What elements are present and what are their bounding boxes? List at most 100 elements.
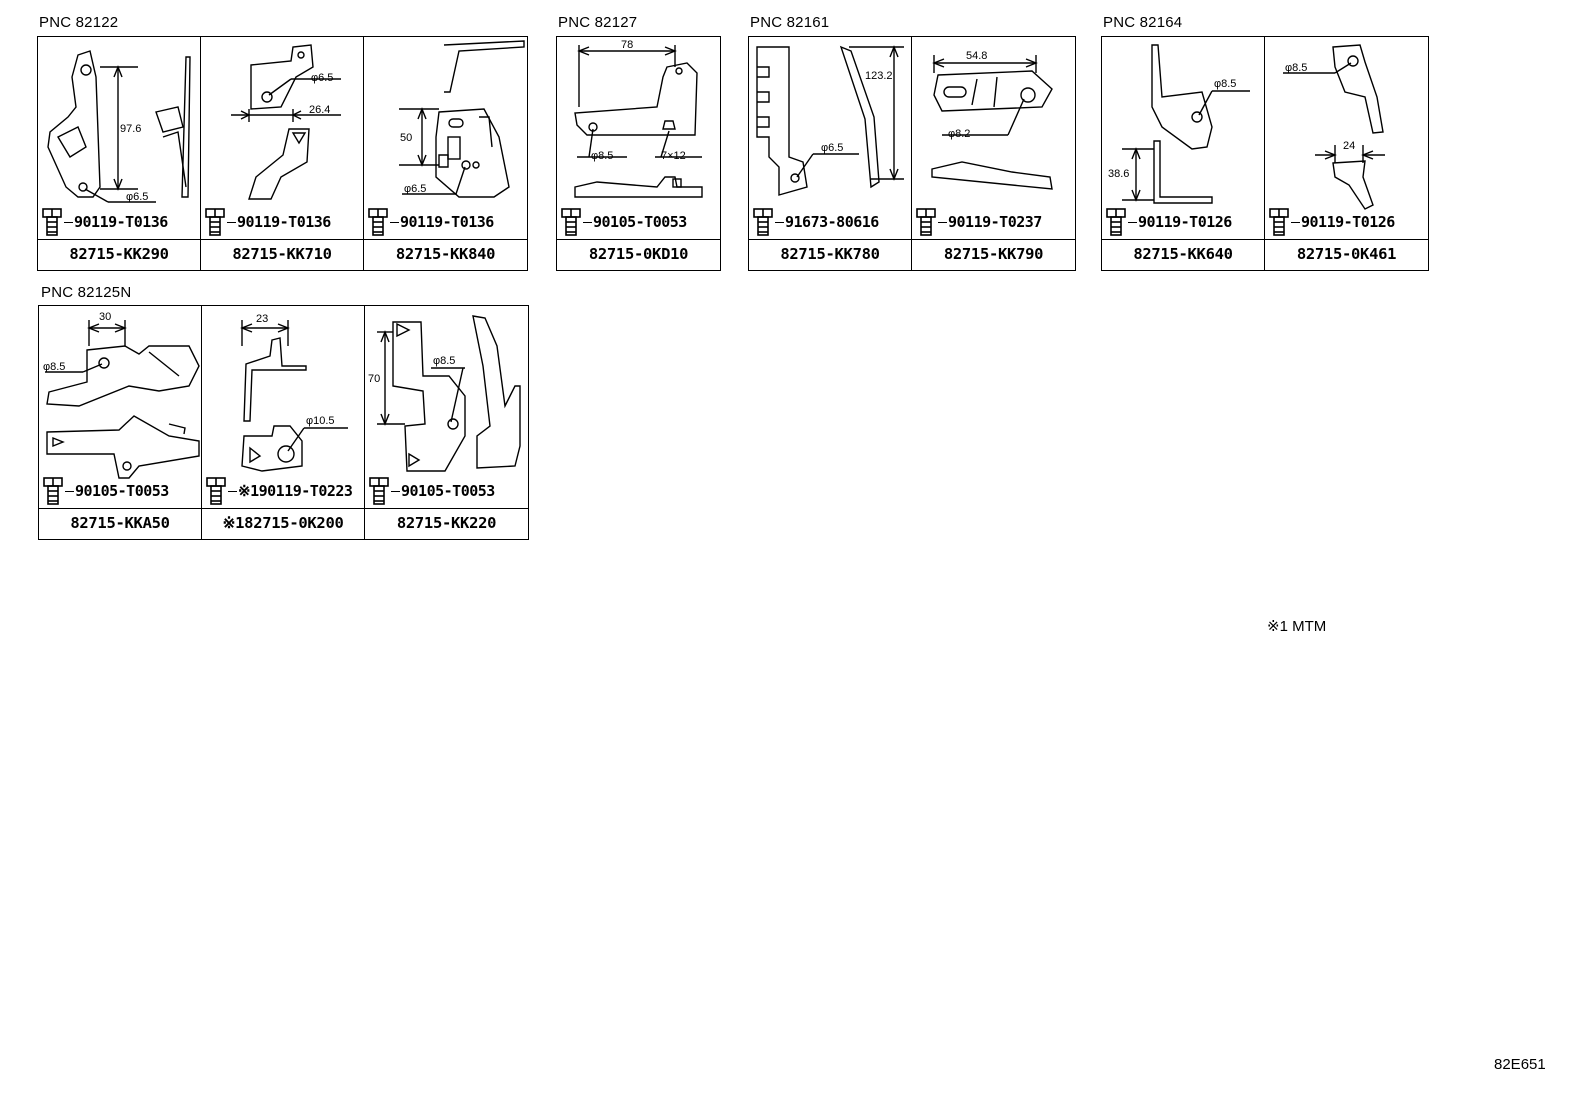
bracket-drawing: 30 φ8.5 bbox=[43, 311, 200, 479]
bolt-part-number: 90119-T0126 bbox=[1301, 213, 1395, 231]
part-number: 82715-0K461 bbox=[1265, 239, 1428, 270]
bracket-drawing: 70 φ8.5 bbox=[368, 315, 521, 472]
part-number: 82715-KK840 bbox=[364, 239, 527, 270]
dim-label: φ6.5 bbox=[126, 191, 148, 203]
bracket-drawing: φ8.5 38.6 bbox=[1108, 44, 1250, 204]
dim-label: φ8.5 bbox=[43, 361, 65, 373]
part-panel: 54.8 φ8.2 90119-T0237 82715-KK790 bbox=[912, 37, 1075, 270]
bracket-drawing: 97.6 φ6.5 bbox=[47, 50, 191, 203]
part-number: 82715-KK780 bbox=[749, 239, 911, 270]
bolt-callout: ※190119-T0223 bbox=[202, 476, 365, 506]
dim-label: φ10.5 bbox=[306, 415, 335, 427]
bolt-callout: 90119-T0136 bbox=[38, 207, 201, 237]
dim-label: 38.6 bbox=[1108, 168, 1129, 180]
bolt-callout: 90119-T0126 bbox=[1102, 207, 1265, 237]
part-panel: 70 φ8.5 90105-T0053 82715-KK220 bbox=[365, 306, 528, 539]
bolt-part-number: 90119-T0136 bbox=[237, 213, 331, 231]
dim-label: φ8.5 bbox=[1214, 78, 1236, 90]
bolt-callout: 90119-T0237 bbox=[912, 207, 1075, 237]
pnc-label: PNC 82161 bbox=[750, 14, 830, 31]
bolt-icon bbox=[205, 208, 225, 236]
bolt-callout: 90105-T0053 bbox=[365, 476, 528, 506]
part-panel: 78 φ8.5 7×12 90105-T0053 82715-0KD10 bbox=[557, 37, 720, 270]
dim-label: 26.4 bbox=[309, 104, 330, 116]
part-panel: 50 φ6.5 90119-T0136 82715-KK840 bbox=[364, 37, 527, 270]
bracket-drawing: 54.8 φ8.2 bbox=[931, 50, 1053, 190]
part-panel: 123.2 φ6.5 91673-80616 82715-KK780 bbox=[749, 37, 912, 270]
footnote-mtm: ※1 MTM bbox=[1267, 618, 1327, 635]
part-number: ※182715-0K200 bbox=[202, 508, 364, 539]
bolt-part-number: 91673-80616 bbox=[785, 213, 879, 231]
part-number: 82715-KK220 bbox=[365, 508, 528, 539]
panel-row: 97.6 φ6.5 90119-T0136 82715-KK290 bbox=[37, 36, 528, 271]
bolt-callout: 90105-T0053 bbox=[557, 207, 720, 237]
bracket-drawing: 23 φ10.5 bbox=[240, 313, 348, 472]
bolt-icon bbox=[369, 477, 389, 505]
bolt-part-number: ※190119-T0223 bbox=[238, 482, 353, 500]
bolt-callout: 90119-T0136 bbox=[201, 207, 364, 237]
part-panel: 30 φ8.5 90105-T0053 82715-KKA50 bbox=[39, 306, 202, 539]
dim-label: 123.2 bbox=[865, 70, 893, 82]
dim-label: 78 bbox=[621, 39, 633, 51]
pnc-label: PNC 82127 bbox=[558, 14, 638, 31]
bolt-callout: 90105-T0053 bbox=[39, 476, 202, 506]
dim-label: φ8.5 bbox=[433, 355, 455, 367]
panel-row: 30 φ8.5 90105-T0053 82715-KKA50 bbox=[38, 305, 529, 540]
dim-label: 23 bbox=[256, 313, 268, 325]
part-panel: φ8.5 38.6 90119-T0126 82715-KK640 bbox=[1102, 37, 1265, 270]
part-number: 82715-KKA50 bbox=[39, 508, 201, 539]
dim-label: 97.6 bbox=[120, 123, 141, 135]
dim-label: 30 bbox=[99, 311, 111, 323]
dim-label: φ8.5 bbox=[591, 150, 613, 162]
bolt-icon bbox=[368, 208, 388, 236]
part-panel: 97.6 φ6.5 90119-T0136 82715-KK290 bbox=[38, 37, 201, 270]
bolt-part-number: 90119-T0136 bbox=[74, 213, 168, 231]
pnc-label: PNC 82122 bbox=[39, 14, 119, 31]
dim-label: 7×12 bbox=[661, 150, 686, 162]
bolt-part-number: 90119-T0136 bbox=[400, 213, 494, 231]
part-number: 82715-KK710 bbox=[201, 239, 363, 270]
dim-label: 50 bbox=[400, 132, 412, 144]
bracket-drawing: φ8.5 24 bbox=[1283, 44, 1385, 210]
bolt-part-number: 90119-T0237 bbox=[948, 213, 1042, 231]
dim-label: 54.8 bbox=[966, 50, 987, 62]
dim-label: φ8.2 bbox=[948, 128, 970, 140]
panel-row: φ8.5 38.6 90119-T0126 82715-KK640 bbox=[1101, 36, 1429, 271]
dim-label: φ6.5 bbox=[311, 72, 333, 84]
part-number: 82715-KK290 bbox=[38, 239, 200, 270]
dim-label: φ6.5 bbox=[821, 142, 843, 154]
dim-label: φ6.5 bbox=[404, 183, 426, 195]
bolt-icon bbox=[42, 208, 62, 236]
bolt-icon bbox=[916, 208, 936, 236]
dim-label: 24 bbox=[1343, 140, 1355, 152]
bolt-callout: 90119-T0136 bbox=[364, 207, 527, 237]
part-panel: φ6.5 26.4 90119-T0136 82715-KK710 bbox=[201, 37, 364, 270]
bracket-drawing: 123.2 φ6.5 bbox=[756, 45, 904, 196]
illustration-code: 82E651 bbox=[1494, 1056, 1546, 1073]
bolt-part-number: 90105-T0053 bbox=[75, 482, 169, 500]
dim-label: φ8.5 bbox=[1285, 62, 1307, 74]
part-number: 82715-0KD10 bbox=[557, 239, 720, 270]
bracket-drawing: 50 φ6.5 bbox=[399, 40, 525, 198]
bolt-icon bbox=[206, 477, 226, 505]
bolt-icon bbox=[1269, 208, 1289, 236]
bolt-part-number: 90105-T0053 bbox=[401, 482, 495, 500]
bolt-part-number: 90105-T0053 bbox=[593, 213, 687, 231]
bolt-callout: 90119-T0126 bbox=[1265, 207, 1428, 237]
dim-label: 70 bbox=[368, 373, 380, 385]
pnc-label: PNC 82164 bbox=[1103, 14, 1183, 31]
part-panel: 23 φ10.5 ※190119-T0223 ※182715-0K200 bbox=[202, 306, 365, 539]
bracket-drawing: φ6.5 26.4 bbox=[231, 44, 341, 200]
bolt-icon bbox=[753, 208, 773, 236]
pnc-label: PNC 82125N bbox=[41, 284, 132, 301]
panel-row: 123.2 φ6.5 91673-80616 82715-KK780 bbox=[748, 36, 1076, 271]
bolt-icon bbox=[561, 208, 581, 236]
part-number: 82715-KK640 bbox=[1102, 239, 1264, 270]
bolt-callout: 91673-80616 bbox=[749, 207, 912, 237]
bolt-icon bbox=[43, 477, 63, 505]
bracket-drawing: 78 φ8.5 7×12 bbox=[574, 39, 703, 198]
bolt-icon bbox=[1106, 208, 1126, 236]
panel-row: 78 φ8.5 7×12 90105-T0053 82715-0KD10 bbox=[556, 36, 721, 271]
part-panel: φ8.5 24 90119-T0126 82715-0K461 bbox=[1265, 37, 1428, 270]
bolt-part-number: 90119-T0126 bbox=[1138, 213, 1232, 231]
